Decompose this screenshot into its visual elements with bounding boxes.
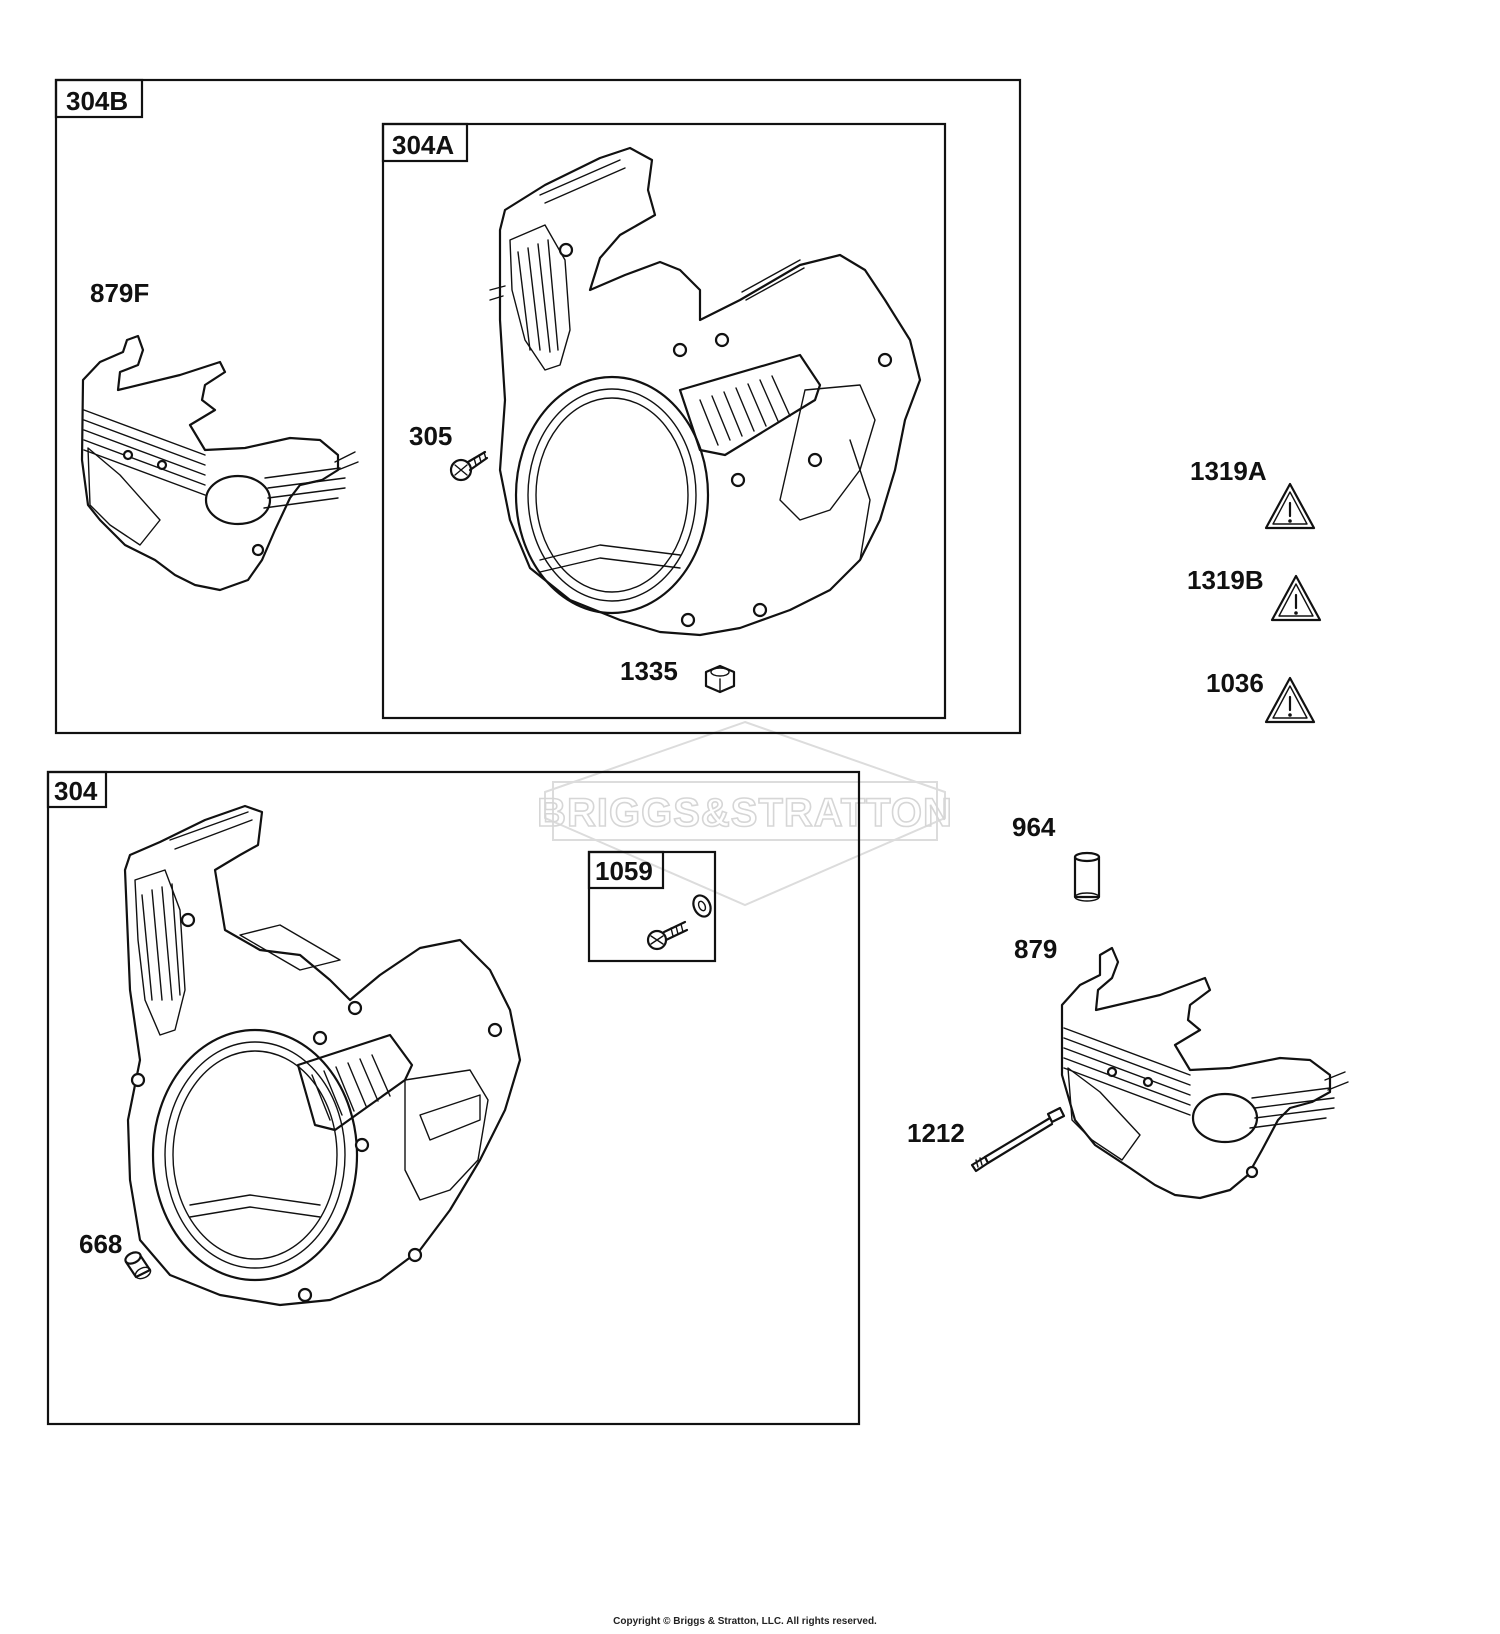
part-1212-label: 1212 bbox=[907, 1118, 965, 1148]
group-304B-frame bbox=[54, 78, 1022, 735]
part-305-label: 305 bbox=[409, 421, 452, 451]
part-1319A-label: 1319A bbox=[1190, 456, 1267, 486]
group-304-label: 304 bbox=[54, 776, 98, 806]
group-304-tag bbox=[46, 770, 108, 809]
group-304A: 304A bbox=[381, 122, 947, 720]
group-304B: 304B bbox=[54, 78, 1022, 735]
screw-305-drawing bbox=[449, 450, 489, 482]
part-1335-label: 1335 bbox=[620, 656, 678, 686]
part-1036-label: 1036 bbox=[1206, 668, 1264, 698]
part-964-label: 964 bbox=[1012, 812, 1056, 842]
bushing-668-drawing bbox=[124, 1251, 152, 1280]
group-304A-label: 304A bbox=[392, 130, 454, 160]
group-304: 304 bbox=[46, 770, 861, 1426]
part-879F-label: 879F bbox=[90, 278, 149, 308]
group-1059: 1059 bbox=[587, 850, 717, 963]
part-1319B-label: 1319B bbox=[1187, 565, 1264, 595]
warning-decal-1319B bbox=[1270, 574, 1322, 622]
watermark-text: BRIGGS&STRATTON bbox=[537, 791, 953, 835]
nut-1335-drawing bbox=[704, 664, 736, 694]
copyright-footer: Copyright © Briggs & Stratton, LLC. All … bbox=[613, 1616, 877, 1627]
part-879-label: 879 bbox=[1014, 934, 1057, 964]
part-668-label: 668 bbox=[79, 1229, 122, 1259]
group-304B-tag bbox=[54, 78, 144, 119]
shield-879-drawing bbox=[1060, 946, 1349, 1200]
group-304A-tag bbox=[381, 122, 469, 163]
group-304A-frame bbox=[381, 122, 947, 720]
group-304B-label: 304B bbox=[66, 86, 128, 116]
warning-decal-1319A bbox=[1264, 482, 1316, 530]
spacer-964-drawing bbox=[1073, 851, 1101, 902]
shield-879F-drawing bbox=[80, 334, 359, 592]
blower-housing-304A-drawing bbox=[489, 146, 922, 637]
group-1059-tag bbox=[587, 850, 665, 890]
brand-watermark: BRIGGS&STRATTON bbox=[536, 720, 953, 907]
screw-1059-drawing bbox=[646, 894, 712, 951]
stud-1212-drawing bbox=[970, 1106, 1066, 1173]
group-1059-label: 1059 bbox=[595, 856, 653, 886]
group-304-frame bbox=[46, 770, 861, 1426]
warning-decal-1036 bbox=[1264, 676, 1316, 724]
blower-housing-304-drawing bbox=[123, 804, 522, 1307]
